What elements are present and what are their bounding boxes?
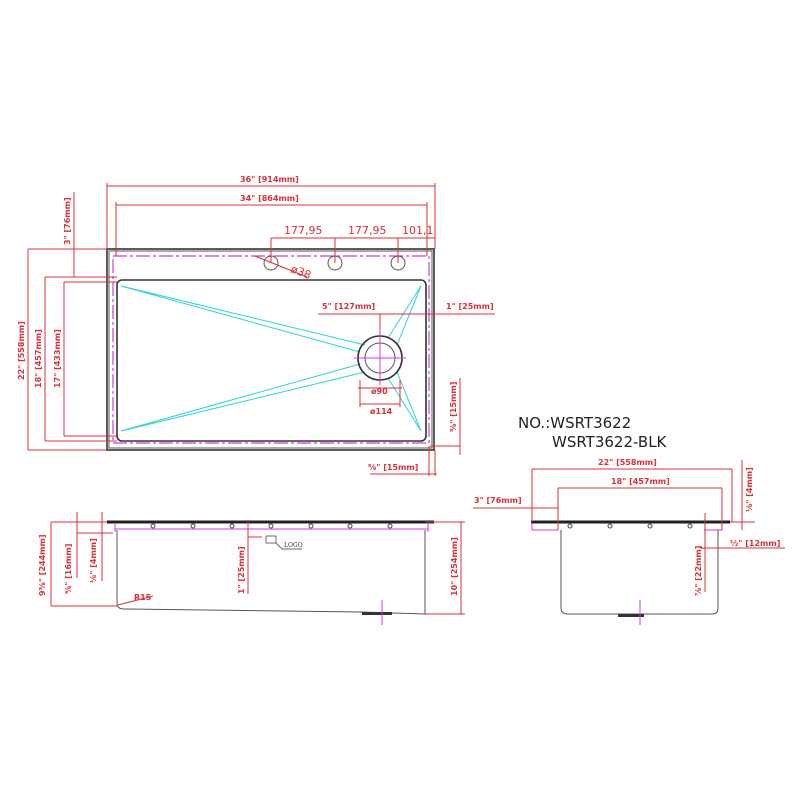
dim-side-flange: ½" [12mm]	[730, 538, 780, 548]
top-view: 36" [914mm] 34" [864mm] 177,95 177,95 10…	[17, 175, 495, 476]
dim-deck-depth: 3" [76mm]	[63, 197, 72, 245]
dim-side-ledge: ⅞" [22mm]	[694, 546, 703, 596]
front-view: LOGO R15 9⅝" [244mm] ⅝" [16mm] ⅛" [4mm] …	[38, 512, 465, 625]
model-number: NO.:WSRT3622	[518, 414, 631, 432]
sink-outline	[106, 248, 435, 451]
logo-label: LOGO	[284, 542, 303, 549]
dim-drain-inner: ø90	[371, 387, 388, 396]
dim-overall-depth: 22" [558mm]	[17, 321, 26, 380]
dim-hole-diameter: ø38	[289, 263, 313, 282]
dim-hole-edge: 101,1	[402, 224, 434, 237]
dim-flange-height: ⅝" [16mm]	[64, 544, 73, 594]
dim-side-deck: 3" [76mm]	[474, 496, 522, 505]
dim-overall-width: 36" [914mm]	[240, 175, 299, 184]
dim-side-overall: 22" [558mm]	[598, 458, 657, 467]
dim-total-height: 9⅝" [244mm]	[38, 535, 47, 596]
dim-bottom-margin: ⅝" [15mm]	[368, 463, 418, 472]
dim-inner-width: 34" [864mm]	[240, 194, 299, 203]
dim-logo-offset: 1" [25mm]	[237, 546, 246, 594]
dim-side-margin: ⅝" [15mm]	[449, 382, 458, 432]
dim-bowl-height: 10" [254mm]	[450, 537, 459, 596]
dim-hole-spacing-1: 177,95	[284, 224, 323, 237]
dim-drain-offset: 5" [127mm]	[322, 302, 375, 311]
model-number-black: WSRT3622-BLK	[552, 433, 668, 451]
dim-radius: R15	[134, 593, 152, 602]
dim-inner-depth: 17" [433mm]	[53, 329, 62, 388]
dim-hole-spacing-2: 177,95	[348, 224, 387, 237]
dim-drain-edge: 1" [25mm]	[446, 302, 494, 311]
bowl-outline	[116, 279, 427, 442]
dim-lip: ⅛" [4mm]	[89, 538, 98, 583]
bowl-profile	[116, 530, 426, 615]
side-view: 22" [558mm] 18" [457mm] 3" [76mm] ⅛" [4m…	[473, 458, 785, 625]
dim-side-lip: ⅛" [4mm]	[745, 467, 754, 512]
dim-drain-outer: ø114	[370, 407, 393, 416]
dim-bowl-depth: 18" [457mm]	[34, 329, 43, 388]
dim-side-bowl: 18" [457mm]	[611, 477, 670, 486]
